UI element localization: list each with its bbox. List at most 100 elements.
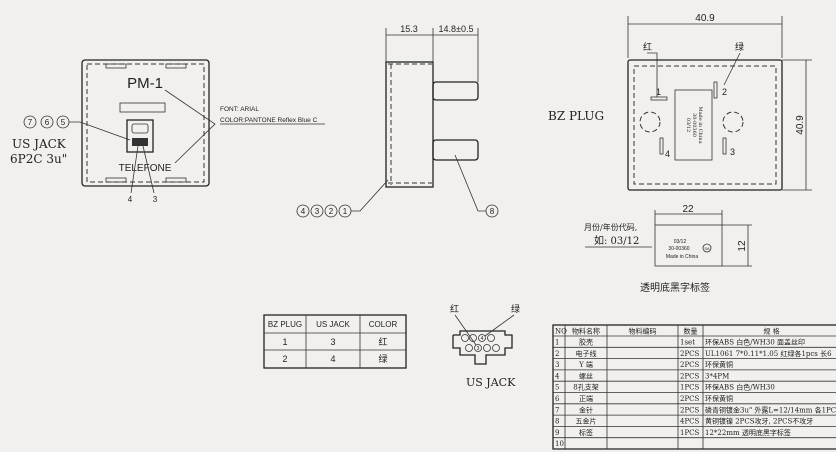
wiring-cell: 1 bbox=[282, 337, 287, 347]
wiring-header: US JACK bbox=[316, 320, 350, 329]
svg-text:4: 4 bbox=[665, 149, 670, 159]
bom-cell: 2PCS bbox=[680, 372, 700, 380]
svg-text:30-00360: 30-00360 bbox=[691, 113, 697, 137]
svg-text:Made in China: Made in China bbox=[697, 106, 703, 143]
bom-cell: 3*4PM bbox=[705, 372, 729, 380]
svg-text:4: 4 bbox=[301, 207, 306, 216]
bom-cell: 9 bbox=[555, 429, 559, 437]
bom-cell: 2 bbox=[555, 350, 559, 358]
svg-text:03/12: 03/12 bbox=[674, 239, 687, 245]
wiring-header: BZ PLUG bbox=[268, 320, 302, 329]
svg-text:8: 8 bbox=[490, 207, 495, 216]
dim-pins: 14.8±0.5 bbox=[439, 24, 474, 34]
svg-text:1: 1 bbox=[343, 207, 348, 216]
color-note: COLOR:PANTONE Reflex Blue C bbox=[220, 117, 318, 124]
svg-text:4: 4 bbox=[481, 336, 484, 342]
bom-cell: 12*22mm 透明底黑字标签 bbox=[705, 428, 791, 437]
bom-cell: 环保ABS 白色/WH30 bbox=[705, 383, 775, 392]
bom-header: 规 格 bbox=[763, 327, 779, 336]
svg-text:6: 6 bbox=[45, 118, 50, 127]
height-dim: 40.9 bbox=[795, 115, 806, 135]
sticker-detail: 22 12 03/12 30-00360 Made in China SA 月份… bbox=[584, 204, 752, 294]
svg-text:3: 3 bbox=[315, 207, 320, 216]
bom-cell: 10 bbox=[555, 440, 564, 448]
wiring-cell: 红 bbox=[378, 336, 387, 347]
label-area bbox=[119, 102, 166, 113]
bom-cell: 五金片 bbox=[576, 417, 597, 426]
bom-cell: 电子线 bbox=[576, 349, 597, 358]
bom-cell: 螺丝 bbox=[579, 371, 593, 380]
back-outline bbox=[627, 59, 783, 191]
pin-bottom bbox=[432, 139, 479, 161]
svg-text:5: 5 bbox=[61, 118, 66, 127]
bom-cell: 1set bbox=[680, 339, 695, 347]
bom-cell: 标签 bbox=[579, 428, 593, 437]
red-label: 红 bbox=[643, 41, 652, 53]
side-view: 15.3 14.8±0.5 4 3 2 1 8 bbox=[296, 24, 499, 218]
code-note: 月份/年份代码, bbox=[584, 222, 637, 232]
bom-cell: 2PCS bbox=[680, 350, 700, 358]
svg-text:SA: SA bbox=[704, 246, 710, 251]
bom-cell: 黄铜镀镍 2PCS攻牙, 2PCS不攻牙 bbox=[705, 417, 813, 426]
side-body bbox=[385, 61, 434, 188]
svg-text:2: 2 bbox=[722, 87, 727, 97]
svg-text:30-00360: 30-00360 bbox=[668, 246, 689, 252]
bz-plug-title: BZ PLUG bbox=[548, 109, 604, 123]
bom-cell: 2PCS bbox=[680, 361, 700, 369]
balloons-4321: 4 3 2 1 bbox=[296, 204, 352, 218]
bom-cell: 1 bbox=[555, 339, 559, 347]
svg-text:1: 1 bbox=[656, 87, 661, 97]
balloons-765: 7 6 5 bbox=[23, 115, 70, 129]
part-spec: 6P2C 3u" bbox=[10, 152, 67, 166]
bom-header: 数量 bbox=[684, 327, 698, 336]
bom-header: 物料名称 bbox=[572, 327, 600, 336]
sticker-width: 22 bbox=[682, 204, 694, 215]
jack-opening bbox=[126, 119, 154, 153]
bom-header: 物料编码 bbox=[629, 327, 657, 336]
svg-text:03/12: 03/12 bbox=[685, 118, 691, 132]
bom-cell: 1PCS bbox=[680, 429, 700, 437]
wiring-cell: 3 bbox=[330, 337, 335, 347]
svg-text:7: 7 bbox=[28, 118, 33, 127]
bom-cell: 8 bbox=[555, 418, 559, 426]
sticker-outline bbox=[654, 224, 723, 267]
font-note: FONT: ARIAL bbox=[220, 106, 259, 113]
front-view: PM-1 TELEFONE 4 3 7 6 5 US JACK 6P2C 3u"… bbox=[10, 59, 325, 204]
part-name: US JACK bbox=[12, 137, 67, 151]
bom-cell: 4PCS bbox=[680, 418, 700, 426]
bom-cell: 环保黄铜 bbox=[705, 394, 733, 403]
sticker-height: 12 bbox=[737, 240, 748, 252]
bom-cell: 胶壳 bbox=[579, 338, 593, 347]
wiring-cell: 2 bbox=[282, 354, 287, 364]
bom-cell: 磷青铜镀金3u" 外露L=12/14mm 各1PCS bbox=[705, 405, 836, 414]
bom-cell: 正端 bbox=[579, 394, 593, 403]
svg-text:Made in China: Made in China bbox=[666, 254, 698, 260]
code-example: 如: 03/12 bbox=[594, 234, 639, 247]
model-text: PM-1 bbox=[127, 75, 163, 92]
bom-cell: 2PCS bbox=[680, 406, 700, 414]
dim-body: 15.3 bbox=[400, 24, 418, 34]
bom-cell: 金针 bbox=[579, 405, 593, 414]
jack-caption: US JACK bbox=[466, 376, 516, 389]
jack-green-label: 绿 bbox=[511, 303, 520, 315]
pin-3-label: 3 bbox=[153, 195, 158, 204]
bom-table: NO 物料名称 物料编码 数量 规 格 1 胶壳 1set 环保ABS 白色/WH30 面盖丝印… bbox=[552, 324, 836, 450]
bom-cell: 8孔支架 bbox=[573, 383, 598, 392]
pin-top bbox=[432, 81, 479, 101]
bom-cell: 环保黄铜 bbox=[705, 360, 733, 369]
svg-text:3: 3 bbox=[730, 147, 735, 157]
bom-cell: Y 端 bbox=[578, 360, 593, 369]
bom-cell: 6 bbox=[555, 395, 560, 403]
back-label bbox=[674, 89, 713, 161]
bom-header: NO bbox=[555, 328, 567, 336]
bom-cell: UL1061 7*0.11*1.05 红绿各1pcs 长6 bbox=[705, 349, 832, 358]
wiring-cell: 绿 bbox=[378, 353, 387, 364]
green-label: 绿 bbox=[735, 41, 744, 53]
bom-cell: 环保ABS 白色/WH30 面盖丝印 bbox=[705, 338, 805, 347]
bom-cell: 3 bbox=[555, 361, 559, 369]
wiring-header: COLOR bbox=[369, 320, 398, 329]
svg-text:2: 2 bbox=[329, 207, 334, 216]
bom-cell: 7 bbox=[555, 406, 559, 414]
